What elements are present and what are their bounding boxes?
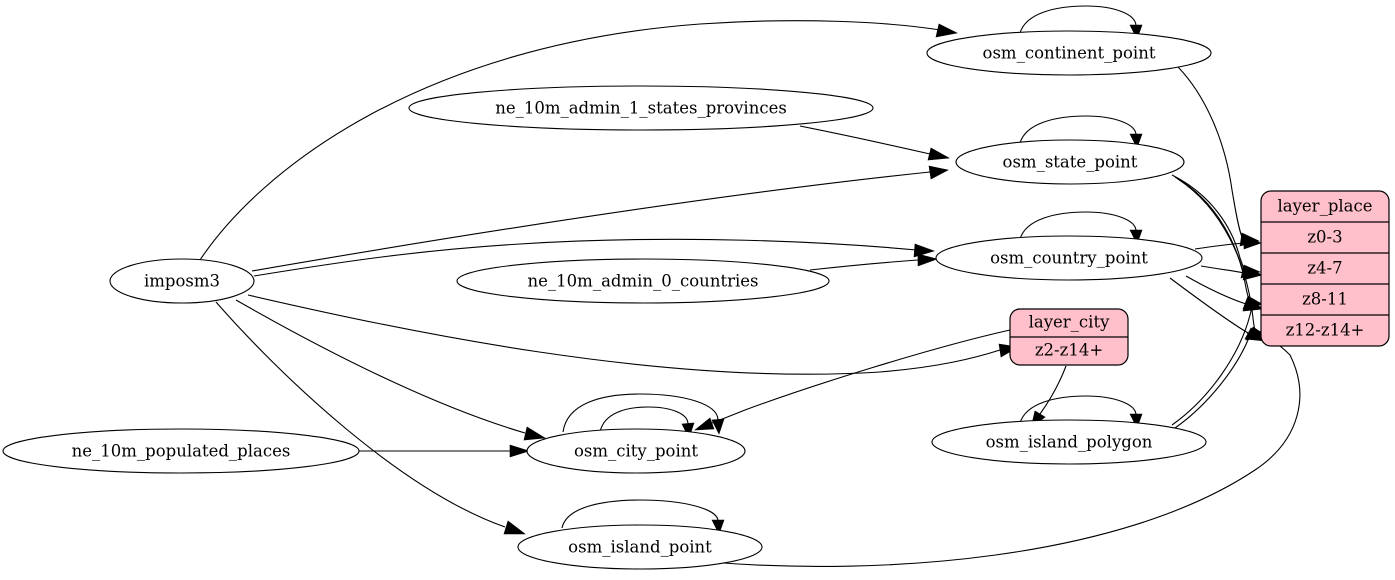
source-node-ne_10m_admin_0_countries[interactable]: ne_10m_admin_0_countries (456, 258, 830, 304)
table-node-osm_city_point[interactable]: osm_city_point (526, 428, 746, 474)
edge-imposm3-to-osm_island_point (215, 301, 526, 535)
table-node-osm_country_point[interactable]: osm_country_point (935, 235, 1203, 281)
table-node-osm_island_point[interactable]: osm_island_point (517, 524, 763, 570)
record-row-z0-3[interactable]: z0-3 (1307, 228, 1342, 247)
source-node-label: ne_10m_populated_places (72, 442, 291, 461)
edge-imposm3-to-osm_continent_point (199, 20, 958, 261)
edge-imposm3-to-osm_city_point (235, 299, 546, 441)
self-loop-osm_country_point (1019, 211, 1143, 245)
edge-imposm3-to-layer_city (247, 294, 1019, 375)
source-node-imposm3[interactable]: imposm3 (109, 258, 255, 304)
source-node-label: ne_10m_admin_0_countries (528, 272, 759, 291)
source-node-label: ne_10m_admin_1_states_provinces (495, 99, 787, 118)
record-row-z2-z14plus[interactable]: z2-z14+ (1035, 341, 1103, 360)
edge-osm_island_polygon-to-layer_place-z8-11 (1171, 302, 1264, 426)
self-loop-osm_island_polygon (1019, 395, 1143, 429)
self-loop-osm_island_point (561, 499, 725, 535)
edge-osm_country_point-to-layer_place-z0-3 (1194, 236, 1262, 250)
table-node-osm_state_point[interactable]: osm_state_point (955, 139, 1185, 185)
self-loop-osm_continent_point (1019, 5, 1143, 40)
edge-osm_country_point-to-layer_place-z4-7 (1200, 265, 1263, 281)
record-node-layer_place[interactable]: layer_place z0-3 z4-7 z8-11 z12-z14+ (1260, 190, 1390, 347)
edge-layer (199, 5, 1301, 567)
source-node-ne_10m_admin_1_states_provinces[interactable]: ne_10m_admin_1_states_provinces (408, 85, 874, 131)
table-node-label: osm_island_polygon (986, 433, 1153, 452)
table-node-label: osm_continent_point (983, 44, 1156, 63)
edge-osm_island_polygon-to-layer_place-z12-z14 (1174, 330, 1264, 429)
record-row-z12-z14plus[interactable]: z12-z14+ (1286, 321, 1365, 340)
edge-ne_10m_admin_0_countries-to-osm_country_point (809, 253, 938, 271)
table-node-label: osm_island_point (568, 538, 712, 557)
edge-layer_city-to-osm_island_polygon (1030, 365, 1067, 429)
record-header-layer_place: layer_place (1277, 197, 1372, 216)
table-node-osm_island_polygon[interactable]: osm_island_polygon (931, 419, 1207, 465)
record-row-z4-7[interactable]: z4-7 (1307, 259, 1342, 278)
self-loop-osm_city_point-outer (562, 393, 725, 435)
edge-ne_10m_admin_1_states_provinces-to-osm_state_point (799, 125, 950, 161)
record-row-z8-11[interactable]: z8-11 (1302, 290, 1348, 309)
self-loop-osm_state_point (1019, 115, 1143, 149)
record-node-layer_city[interactable]: layer_city z2-z14+ (1009, 308, 1129, 366)
edge-layer_city-to-osm_city_point (694, 329, 1011, 431)
source-node-label: imposm3 (144, 272, 220, 291)
table-node-osm_continent_point[interactable]: osm_continent_point (926, 30, 1212, 76)
edge-imposm3-to-osm_state_point (251, 165, 949, 272)
source-node-ne_10m_populated_places[interactable]: ne_10m_populated_places (2, 428, 360, 474)
record-header-layer_city: layer_city (1029, 313, 1110, 332)
edge-ne_10m_populated_places-to-osm_city_point (359, 444, 530, 458)
table-node-label: osm_state_point (1003, 153, 1138, 172)
table-node-label: osm_city_point (574, 442, 698, 461)
table-node-label: osm_country_point (990, 249, 1148, 268)
edge-imposm3-to-osm_country_point (253, 238, 935, 277)
